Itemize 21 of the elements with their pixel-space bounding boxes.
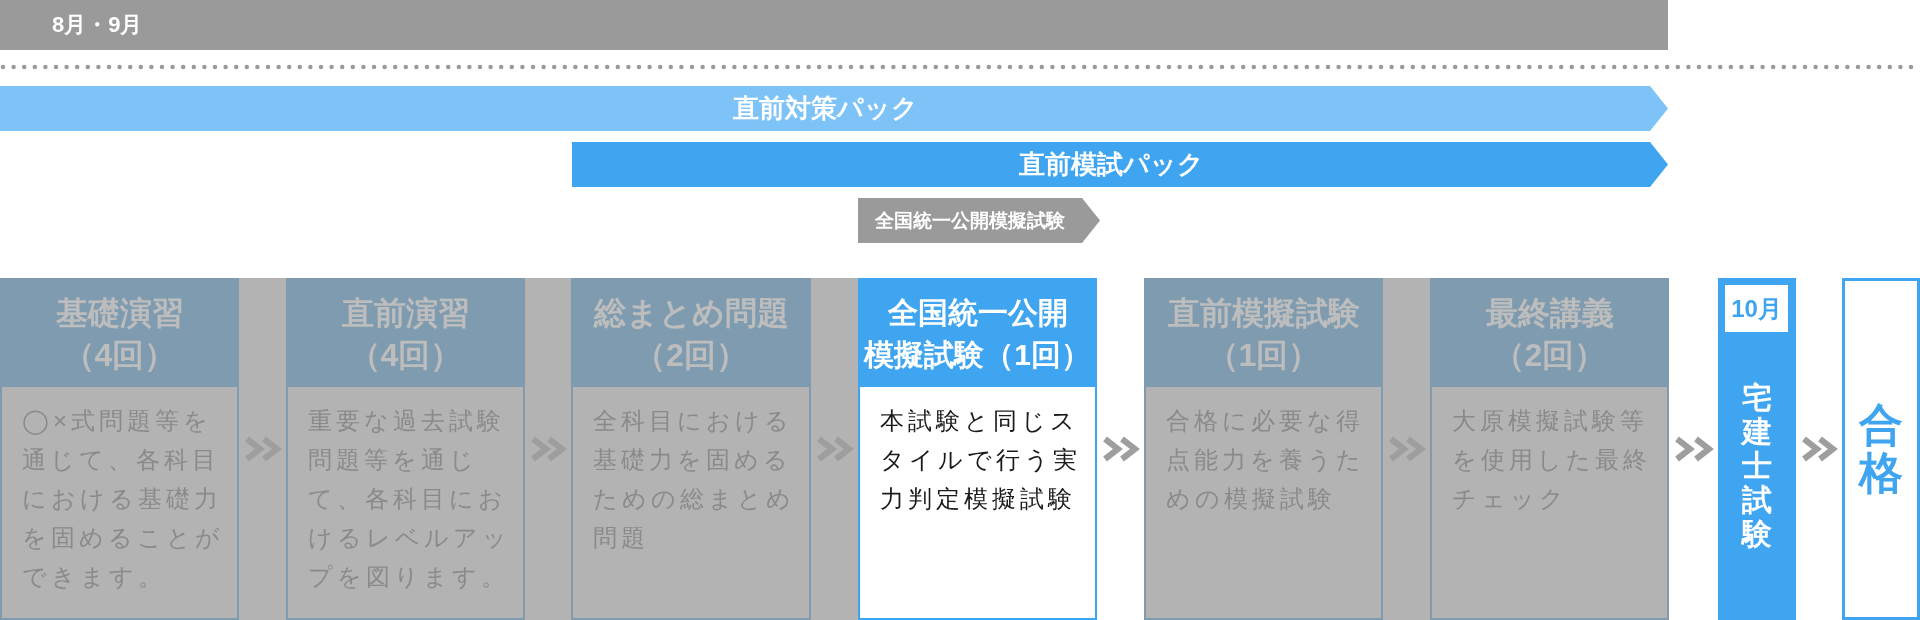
card-body: 本試験と同じスタイルで行う実力判定模擬試験 (879, 406, 1082, 514)
card-header: 基礎演習（4回） (2, 280, 237, 387)
card-header: 最終講義（2回） (1432, 280, 1667, 387)
step-card (1430, 278, 1669, 620)
step-card (858, 278, 1097, 620)
arrow-band: 直前対策パック (0, 86, 1668, 131)
step-card (0, 278, 239, 620)
step-card (1144, 278, 1383, 620)
month-tag: 10月 (1725, 285, 1788, 332)
card-header: 直前模擬試験（1回） (1146, 280, 1381, 387)
card-header: 直前演習（4回） (288, 280, 523, 387)
card-header: 総まとめ問題（2回） (573, 280, 809, 387)
card-header: 全国統一公開模擬試験（1回） (860, 280, 1095, 387)
arrow-tag: 全国統一公開模擬試験 (858, 198, 1100, 243)
exam-label: 宅建士試験 (1740, 381, 1773, 551)
period-bar: 8月・9月 (0, 0, 1668, 50)
step-card (571, 278, 811, 620)
result-box: 合格 (1842, 278, 1920, 620)
arrow-band: 直前模試パック (572, 142, 1668, 187)
exam-column (1718, 278, 1796, 620)
step-card (286, 278, 525, 620)
